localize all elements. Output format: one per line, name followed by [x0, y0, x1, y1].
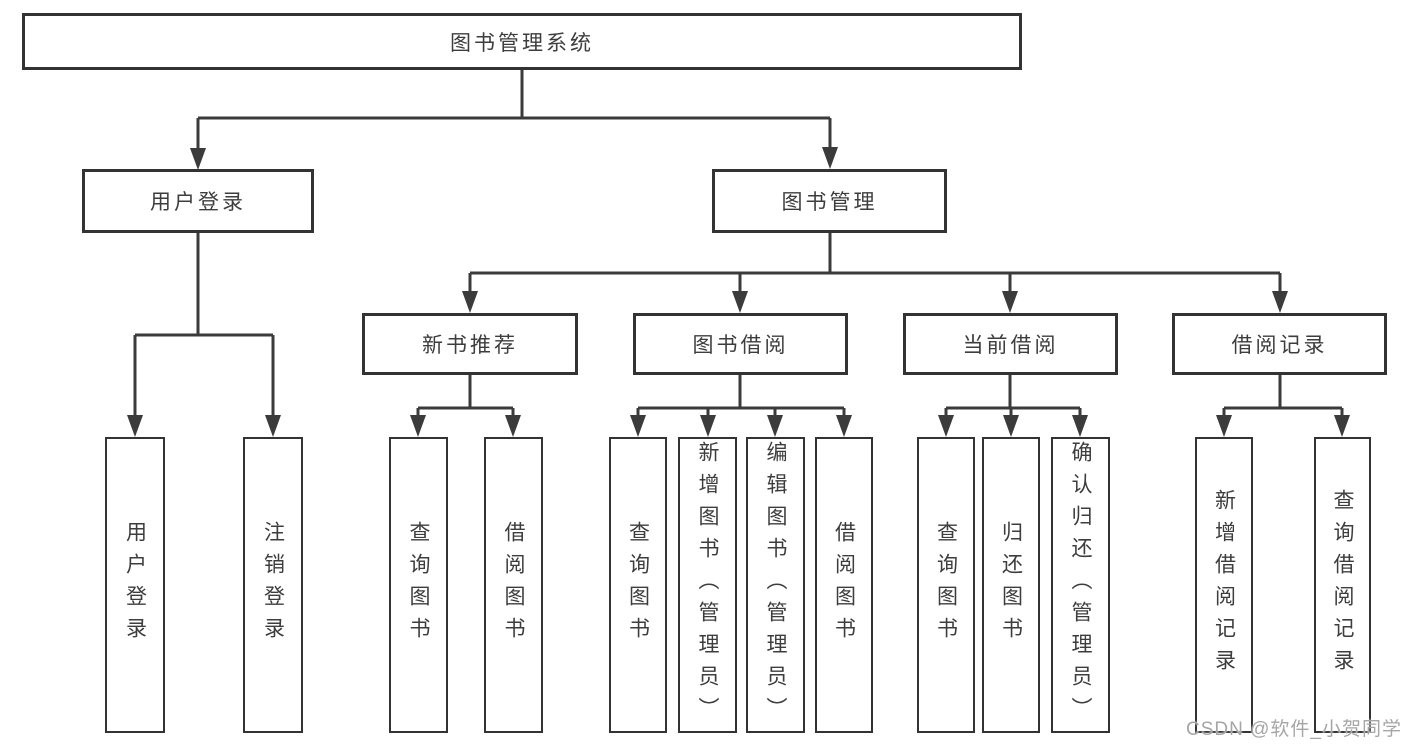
arrow-down-icon	[1003, 415, 1019, 437]
leaf-label: 用户登录	[123, 521, 147, 649]
arrow-down-icon	[505, 415, 521, 437]
leaf-query-book-current: 查询图书	[917, 437, 975, 733]
leaf-label: 借阅图书	[832, 521, 856, 649]
node-label: 图书管理系统	[450, 31, 594, 55]
leaf-user-login: 用户登录	[105, 437, 165, 733]
connector-line	[636, 375, 846, 416]
node-new-book-recommend: 新书推荐	[362, 313, 578, 375]
arrow-down-icon	[767, 415, 783, 437]
leaf-label: 注销登录	[261, 521, 285, 649]
leaf-label: 新增借阅记录	[1212, 489, 1236, 681]
leaf-label: 查询图书	[407, 521, 430, 649]
leaf-confirm-return-admin: 确认归还（管理员）	[1051, 437, 1110, 733]
connector-line	[944, 375, 1082, 416]
leaf-return-book: 归还图书	[982, 437, 1040, 733]
leaf-label: 编辑图书（管理员）	[764, 441, 787, 729]
node-label: 图书借阅	[692, 334, 789, 357]
connector-line	[468, 233, 1282, 292]
leaf-borrow-book: 借阅图书	[815, 437, 873, 733]
node-book-borrow: 图书借阅	[633, 313, 848, 375]
connector-user-login-to-leaves	[127, 233, 281, 437]
arrow-down-icon	[410, 415, 426, 437]
arrow-down-icon	[462, 291, 478, 313]
arrow-down-icon	[1216, 415, 1232, 437]
node-label: 新书推荐	[422, 334, 518, 357]
connector-line	[1222, 375, 1344, 416]
arrow-down-icon	[732, 291, 748, 313]
leaf-label: 确认归还（管理员）	[1069, 441, 1092, 729]
leaf-label: 新增图书（管理员）	[696, 441, 719, 729]
arrow-down-icon	[938, 415, 954, 437]
leaf-label: 归还图书	[999, 521, 1023, 649]
arrow-down-icon	[836, 415, 852, 437]
leaf-label: 查询借阅记录	[1331, 489, 1354, 681]
leaf-edit-book-admin: 编辑图书（管理员）	[746, 437, 805, 733]
arrow-down-icon	[127, 415, 143, 437]
connector-new-book-to-leaves	[410, 375, 521, 437]
arrow-down-icon	[1072, 415, 1088, 437]
node-label: 图书管理	[781, 191, 878, 214]
arrow-down-icon	[700, 415, 716, 437]
node-borrow-records: 借阅记录	[1172, 313, 1387, 375]
arrow-down-icon	[822, 147, 838, 169]
leaf-query-borrow-record: 查询借阅记录	[1314, 437, 1371, 733]
node-current-borrow: 当前借阅	[903, 313, 1118, 375]
leaf-logout: 注销登录	[243, 437, 303, 733]
connector-book-mgmt-to-level3	[462, 233, 1288, 313]
node-root-system: 图书管理系统	[22, 13, 1022, 70]
leaf-query-book-borrow: 查询图书	[609, 437, 667, 733]
leaf-add-book-admin: 新增图书（管理员）	[678, 437, 737, 733]
connector-current-to-leaves	[938, 375, 1088, 437]
csdn-watermark: CSDN @软件_小贺同学	[1186, 719, 1402, 740]
leaf-add-borrow-record: 新增借阅记录	[1195, 437, 1253, 733]
arrow-down-icon	[190, 148, 206, 170]
node-user-login: 用户登录	[82, 169, 314, 233]
node-label: 当前借阅	[962, 334, 1059, 357]
connector-line	[416, 375, 515, 416]
leaf-borrow-book-recommend: 借阅图书	[484, 437, 543, 733]
node-label: 用户登录	[150, 191, 246, 214]
arrow-down-icon	[265, 415, 281, 437]
connector-line	[196, 70, 832, 149]
connector-line	[133, 233, 275, 416]
connector-root-to-level2	[190, 70, 838, 170]
connector-borrow-to-leaves	[630, 375, 852, 437]
arrow-down-icon	[1334, 415, 1350, 437]
arrow-down-icon	[630, 415, 646, 437]
leaf-label: 查询图书	[626, 521, 650, 649]
arrow-down-icon	[1002, 291, 1018, 313]
connector-records-to-leaves	[1216, 375, 1350, 437]
leaf-label: 借阅图书	[502, 521, 525, 649]
node-label: 借阅记录	[1231, 334, 1328, 357]
arrow-down-icon	[1272, 291, 1288, 313]
leaf-query-book-recommend: 查询图书	[389, 437, 448, 733]
leaf-label: 查询图书	[934, 521, 958, 649]
node-book-management: 图书管理	[712, 169, 947, 233]
